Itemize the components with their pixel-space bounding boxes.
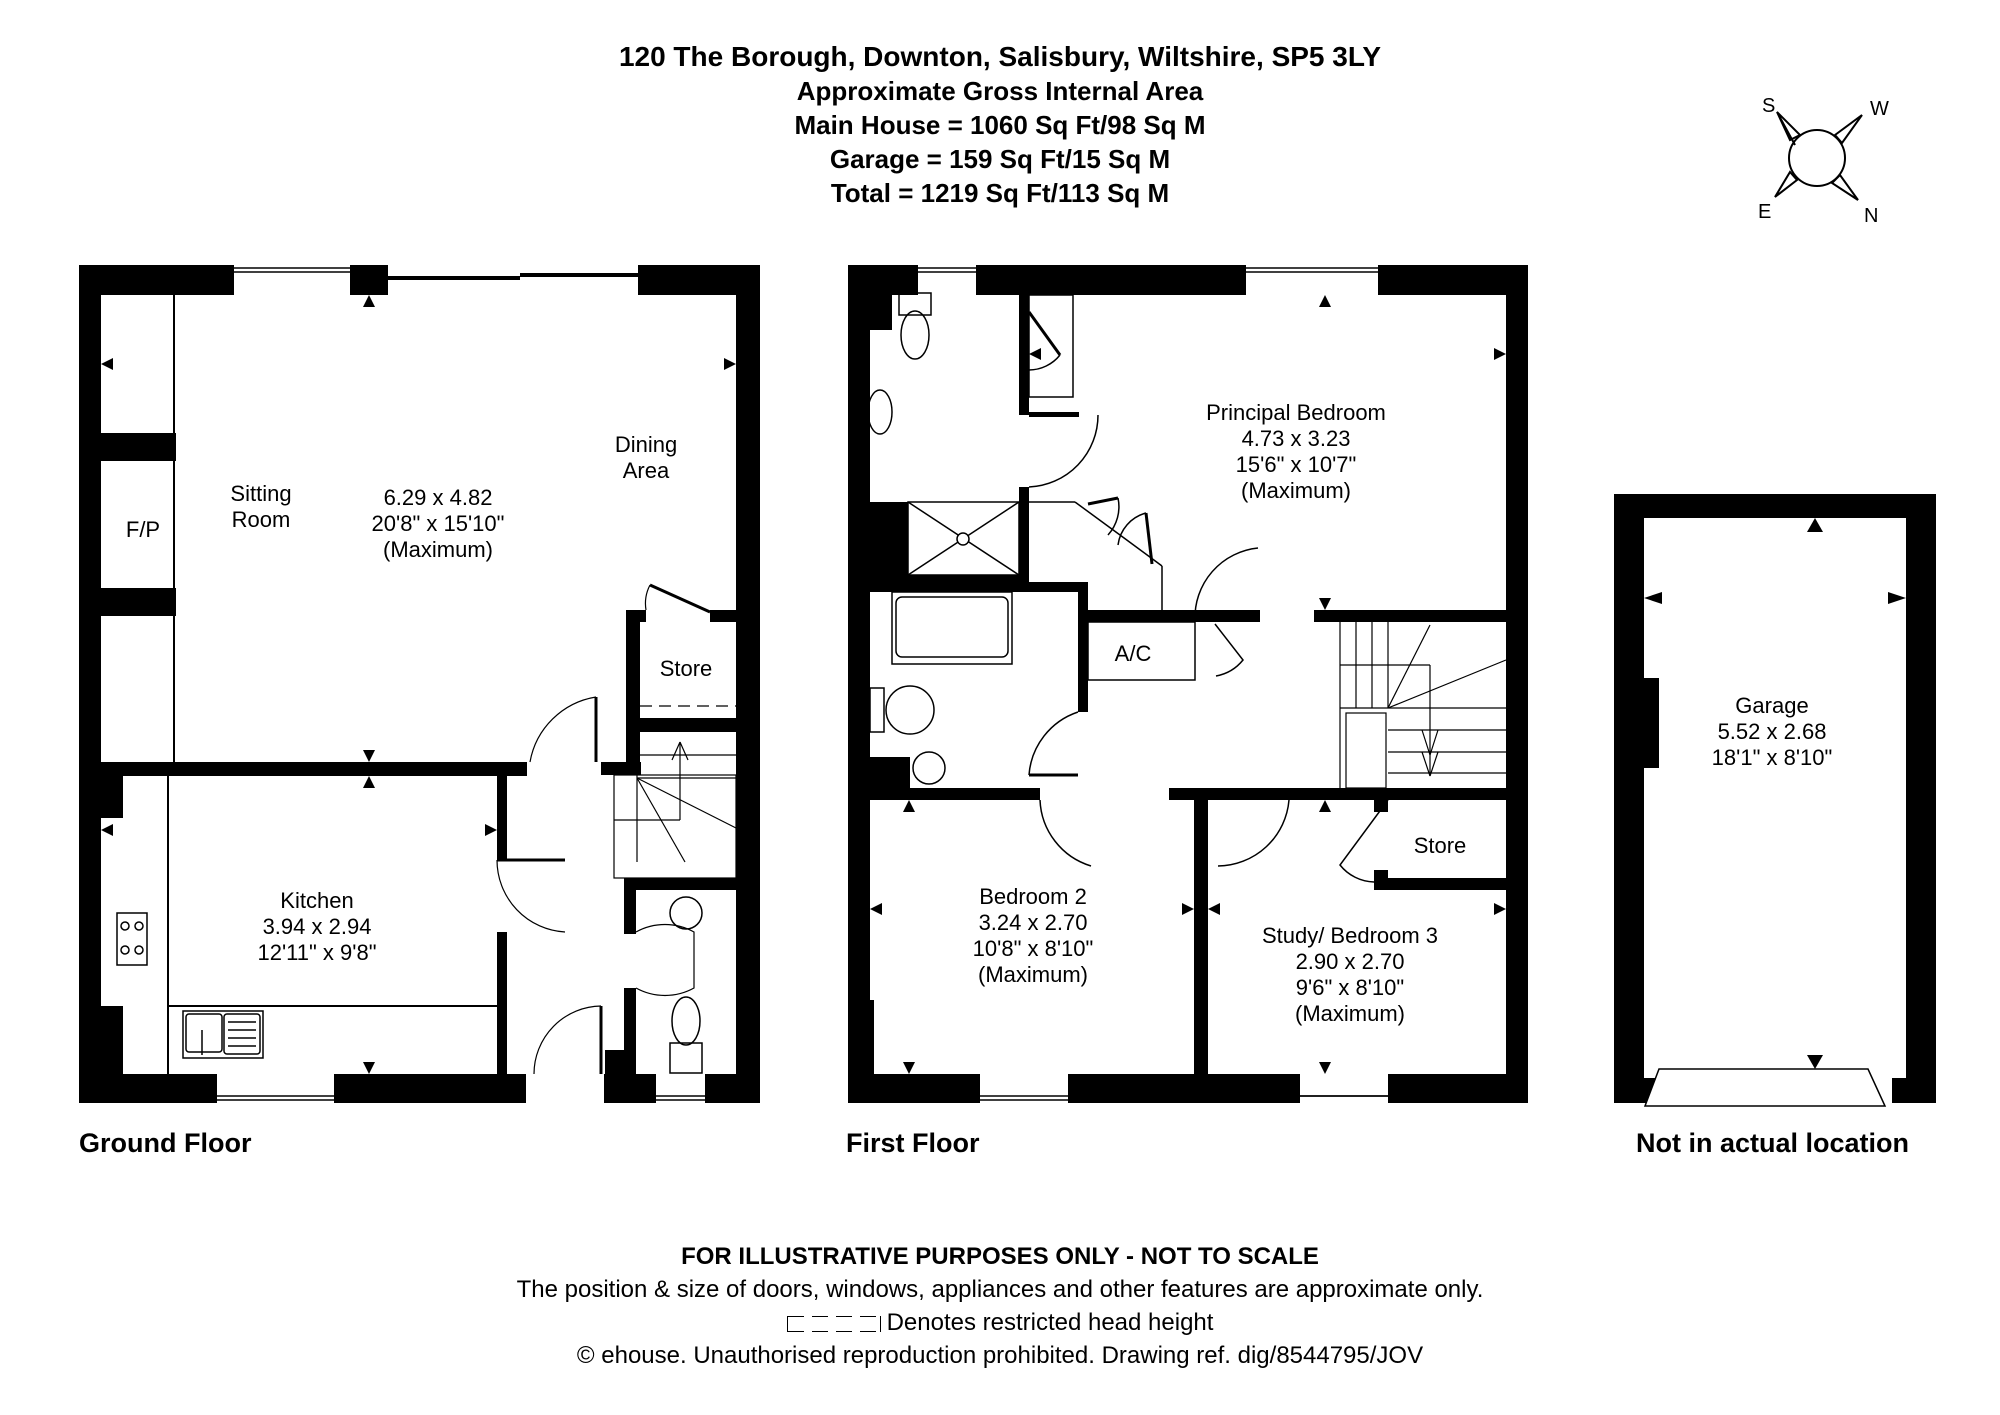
garage-plan: Garage 5.52 x 2.68 18'1" x 8'10" xyxy=(1614,494,1936,1107)
plan-footer: FOR ILLUSTRATIVE PURPOSES ONLY - NOT TO … xyxy=(0,1240,2000,1372)
garage-label: Garage xyxy=(1735,693,1808,718)
dimension-arrows xyxy=(870,295,1506,1074)
svg-text:E: E xyxy=(1758,201,1771,223)
dimension-arrows xyxy=(101,295,736,1074)
ground-floor-walls xyxy=(79,265,760,1103)
dining-area-label-2: Area xyxy=(623,458,670,483)
svg-text:N: N xyxy=(1864,205,1878,227)
ground-floor-windows xyxy=(217,265,705,1103)
study-metric: 2.90 x 2.70 xyxy=(1296,949,1405,974)
sitting-room-imperial: 20'8" x 15'10" xyxy=(372,511,505,536)
kitchen-imperial: 12'11" x 9'8" xyxy=(257,940,376,965)
bedroom2-imperial: 10'8" x 8'10" xyxy=(973,936,1094,961)
sitting-room-metric: 6.29 x 4.82 xyxy=(384,485,493,510)
approximation-note: The position & size of doors, windows, a… xyxy=(516,1276,1484,1303)
garage-walls xyxy=(1614,494,1936,1103)
sitting-room-note: (Maximum) xyxy=(383,537,493,562)
total-area: Total = 1219 Sq Ft/113 Sq M xyxy=(830,178,1170,208)
wc-icon xyxy=(669,896,703,1074)
dining-area-label-1: Dining xyxy=(615,432,677,457)
hob-icon xyxy=(116,912,148,966)
study-imperial: 9'6" x 8'10" xyxy=(1296,975,1404,1000)
sink-icon xyxy=(182,1010,264,1059)
study-note: (Maximum) xyxy=(1295,1001,1405,1026)
plan-header: 120 The Borough, Downton, Salisbury, Wil… xyxy=(0,40,2000,210)
principal-bedroom-metric: 4.73 x 3.23 xyxy=(1242,426,1351,451)
legend-text: Denotes restricted head height xyxy=(886,1309,1214,1336)
legend-row: Denotes restricted head height xyxy=(0,1306,2000,1339)
main-house-area: Main House = 1060 Sq Ft/98 Sq M xyxy=(794,110,1206,140)
fireplace-label: F/P xyxy=(126,517,160,542)
sitting-room-label-1: Sitting xyxy=(230,481,291,506)
first-floor-walls xyxy=(848,265,1528,1103)
study-label: Study/ Bedroom 3 xyxy=(1262,923,1438,948)
dimension-arrows xyxy=(1644,518,1906,1069)
first-floor-plan: Principal Bedroom 4.73 x 3.23 15'6" x 10… xyxy=(848,265,1528,1103)
kitchen-label: Kitchen xyxy=(280,888,353,913)
principal-bedroom-label: Principal Bedroom xyxy=(1206,400,1386,425)
copyright: © ehouse. Unauthorised reproduction proh… xyxy=(576,1342,1424,1369)
ground-floor-label: Ground Floor xyxy=(79,1128,252,1158)
bedroom2-note: (Maximum) xyxy=(978,962,1088,987)
ground-floor-plan: F/P Sitting Room 6.29 x 4.82 20'8" x 15'… xyxy=(79,265,760,1103)
compass-icon: S W E N xyxy=(1758,95,1889,227)
bedroom2-label: Bedroom 2 xyxy=(979,884,1087,909)
garage-location-label: Not in actual location xyxy=(1636,1128,1910,1158)
first-floor-stairs xyxy=(1339,622,1507,789)
principal-bedroom-note: (Maximum) xyxy=(1241,478,1351,503)
sitting-room-label-2: Room xyxy=(232,507,291,532)
restricted-head-height-icon xyxy=(786,1315,881,1332)
first-floor-label: First Floor xyxy=(846,1128,980,1158)
garage-metric: 5.52 x 2.68 xyxy=(1718,719,1827,744)
property-address: 120 The Borough, Downton, Salisbury, Wil… xyxy=(618,41,1382,72)
garage-imperial: 18'1" x 8'10" xyxy=(1712,745,1833,770)
kitchen-metric: 3.94 x 2.94 xyxy=(263,914,372,939)
ground-floor-stairs xyxy=(613,732,737,879)
first-floor-windows xyxy=(918,265,1388,1103)
first-store-label: Store xyxy=(1414,833,1467,858)
airing-cupboard-label: A/C xyxy=(1115,641,1152,666)
ground-store-label: Store xyxy=(660,656,713,681)
svg-text:S: S xyxy=(1762,95,1775,117)
garage-area: Garage = 159 Sq Ft/15 Sq M xyxy=(829,144,1171,174)
svg-text:W: W xyxy=(1870,98,1889,120)
garage-door-icon xyxy=(1643,1068,1887,1107)
bedroom2-metric: 3.24 x 2.70 xyxy=(979,910,1088,935)
ground-floor-doors xyxy=(496,583,736,1075)
disclaimer: FOR ILLUSTRATIVE PURPOSES ONLY - NOT TO … xyxy=(681,1243,1319,1270)
principal-bedroom-imperial: 15'6" x 10'7" xyxy=(1236,452,1357,477)
area-subtitle: Approximate Gross Internal Area xyxy=(796,76,1204,106)
